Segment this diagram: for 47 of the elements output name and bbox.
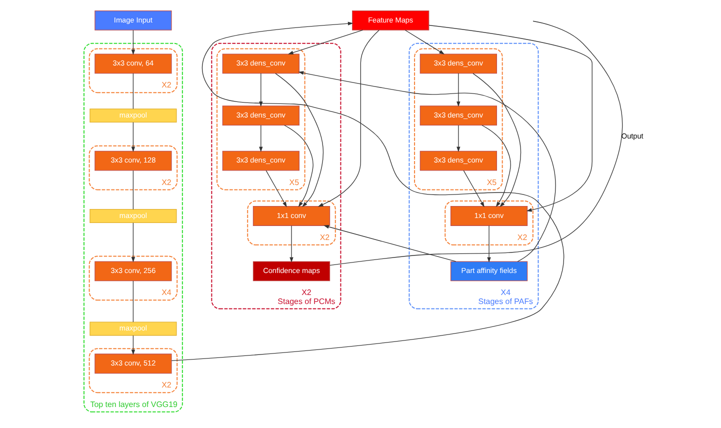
arrow [323, 225, 456, 262]
node-box: maxpool [89, 108, 176, 123]
arrow [289, 225, 293, 263]
arrow [170, 22, 564, 362]
connector [132, 280, 134, 322]
node-box: 3x3 conv, 64 [94, 54, 172, 74]
node-box: 3x3 conv, 512 [94, 354, 172, 374]
arrow [284, 124, 313, 208]
arrow [317, 30, 379, 207]
arrow [428, 24, 592, 212]
node-box: 3x3 dens_conv [222, 54, 299, 74]
arrow [287, 30, 363, 54]
connector [132, 73, 134, 110]
arrow [472, 73, 521, 208]
connector [132, 170, 134, 210]
node-box: 3x3 dens_conv [419, 150, 497, 171]
node-box: 1x1 conv [450, 206, 528, 226]
arrow [258, 73, 262, 107]
arrow [130, 122, 135, 152]
arrow [462, 170, 484, 208]
node-box: Part affinity fields [450, 261, 528, 282]
node-box: 3x3 conv, 256 [94, 261, 172, 282]
connector [329, 20, 622, 266]
arrow [456, 125, 460, 152]
arrow [298, 71, 556, 262]
node-box: 3x3 dens_conv [222, 150, 299, 171]
arrow [481, 124, 510, 208]
node-box: Confidence maps [252, 261, 330, 282]
arrow [130, 222, 135, 262]
node-box: maxpool [89, 322, 176, 336]
arrow [130, 335, 135, 355]
arrow [486, 225, 490, 263]
node-box: 3x3 dens_conv [419, 106, 497, 126]
arrow [274, 73, 324, 208]
node-box: Feature Maps [352, 10, 429, 30]
arrow [258, 125, 262, 152]
arrow [456, 73, 460, 107]
arrow [130, 30, 135, 55]
node-box: 3x3 dens_conv [419, 54, 497, 74]
node-box: 3x3 conv, 128 [94, 150, 172, 171]
node-box: Image Input [94, 10, 172, 30]
node-box: 3x3 dens_conv [222, 106, 299, 126]
edge-label: Output [620, 131, 643, 140]
node-box: 1x1 conv [252, 206, 330, 226]
arrow [404, 30, 444, 54]
node-box: maxpool [89, 209, 176, 223]
arrow [265, 170, 286, 208]
